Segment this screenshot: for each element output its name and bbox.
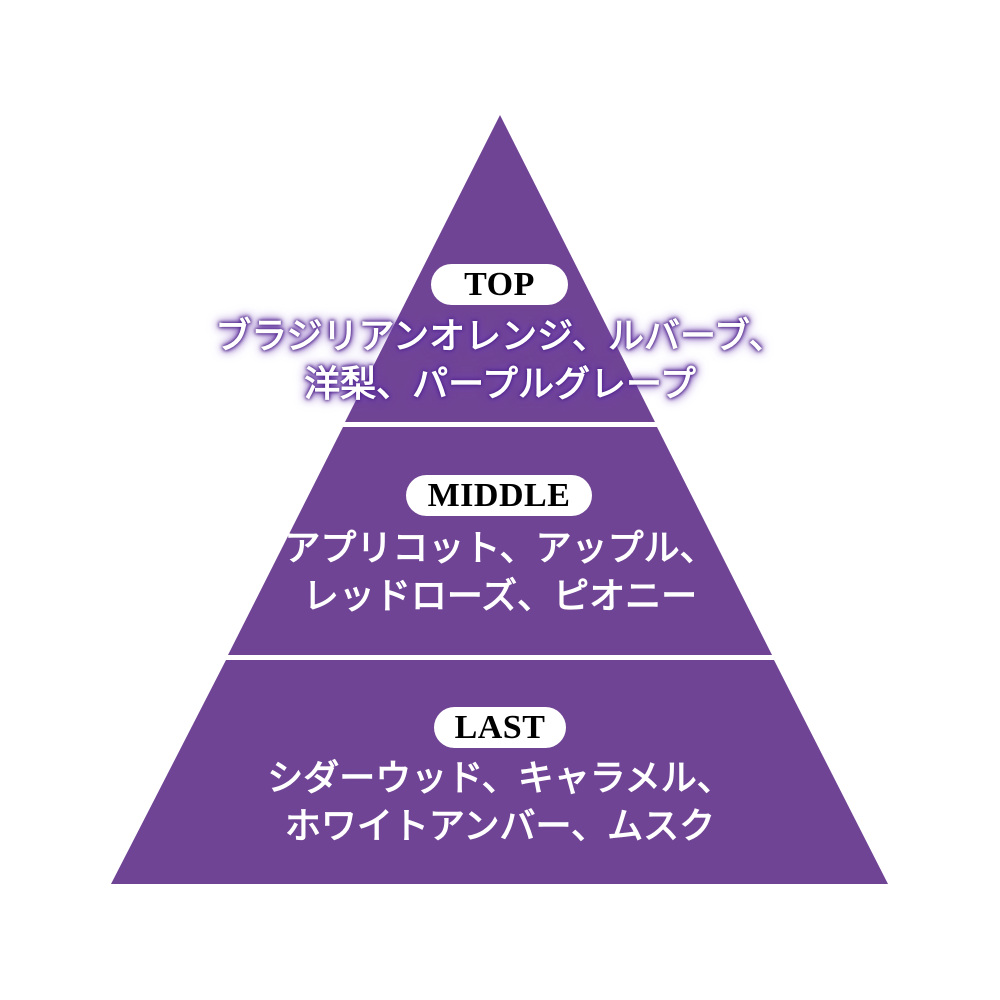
tier-notes-top-line1: ブラジリアンオレンジ、ルバーブ、	[215, 315, 785, 357]
tier-notes-middle: アプリコット、アップル、 レッドローズ、ピオニー	[0, 524, 1000, 620]
pyramid-tier-last	[111, 660, 888, 884]
tier-notes-last: シダーウッド、キャラメル、 ホワイトアンバー、ムスク	[0, 754, 1000, 850]
tier-notes-middle-line2: レッドローズ、ピオニー	[302, 575, 698, 617]
pyramid-tier-middle	[228, 427, 772, 655]
tier-notes-last-line2: ホワイトアンバー、ムスク	[284, 805, 716, 847]
tier-label-last: LAST	[434, 707, 566, 748]
tier-label-middle: MIDDLE	[406, 475, 592, 516]
tier-notes-middle-line1: アプリコット、アップル、	[284, 527, 716, 569]
tier-notes-top-line2: 洋梨、パープルグレープ	[304, 363, 696, 405]
tier-label-top: TOP	[431, 264, 568, 305]
tier-notes-top: ブラジリアンオレンジ、ルバーブ、 洋梨、パープルグレープ	[0, 312, 1000, 408]
tier-notes-last-line1: シダーウッド、キャラメル、	[267, 757, 733, 799]
